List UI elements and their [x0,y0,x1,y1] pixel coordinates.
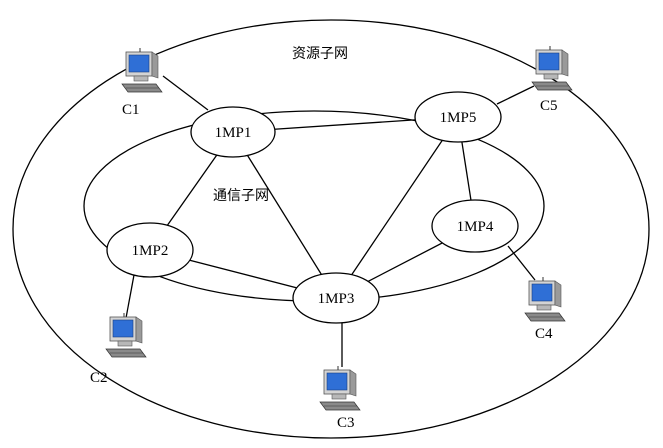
monitor-stand [133,75,149,82]
host-label-c5: C5 [540,98,558,114]
monitor-side [135,316,143,344]
node-label: 1MP4 [457,219,494,235]
monitor-stand [536,304,552,311]
nodes-layer: 1MP1 1MP2 1MP3 1MP4 1MP5 [106,91,519,324]
node-ellipse [292,272,380,324]
monitor-stand [331,393,347,400]
host-links-layer [125,75,536,367]
communication-subnet-label: 通信子网 [213,188,269,204]
monitor-screen [538,52,560,71]
node-label: 1MP5 [440,110,477,126]
node-1MP5: 1MP5 [414,91,502,143]
node-label: 1MP3 [318,291,355,307]
computer-icon [105,313,147,358]
node-1MP4: 1MP4 [431,199,519,253]
host-label-c3: C3 [337,415,355,431]
host-link-C2 [125,274,135,319]
node-label: 1MP1 [215,125,252,141]
node-1MP1: 1MP1 [190,106,276,158]
monitor-side [554,280,562,308]
host-label-c4: C4 [535,326,553,342]
host-label-c1: C1 [122,102,140,118]
resource-subnet-ellipse [12,19,650,439]
computer-icon [121,48,163,93]
computer-icon [531,46,573,91]
monitor-stand [117,340,133,347]
monitor-stand [543,73,559,80]
computer-icon [319,366,361,411]
host-C4 [524,277,566,322]
host-link-C4 [507,245,536,281]
link-1MP3-1MP5 [335,116,459,299]
link-1MP1-1MP3 [232,131,337,299]
host-label-c2: C2 [90,370,108,386]
node-label: 1MP2 [132,243,169,259]
monitor-screen [112,319,134,338]
host-link-C1 [162,75,209,111]
node-ellipse [414,91,502,143]
resource-subnet-label: 资源子网 [292,46,348,62]
node-ellipse [431,199,519,253]
node-1MP3: 1MP3 [292,272,380,324]
node-ellipse [190,106,276,158]
host-C2 [105,313,147,358]
monitor-screen [326,372,348,391]
host-link-C5 [496,85,535,105]
node-ellipse [106,222,194,278]
computer-icon [524,277,566,322]
host-C3 [319,366,361,411]
host-C1 [121,48,163,93]
monitor-side [151,51,159,79]
host-C5 [531,46,573,91]
monitor-screen [531,283,553,302]
hosts-layer: C1 C2 C3 C4 C5 [90,46,573,431]
monitor-side [561,49,569,77]
node-1MP2: 1MP2 [106,222,194,278]
monitor-side [349,369,357,397]
monitor-screen [128,54,150,73]
